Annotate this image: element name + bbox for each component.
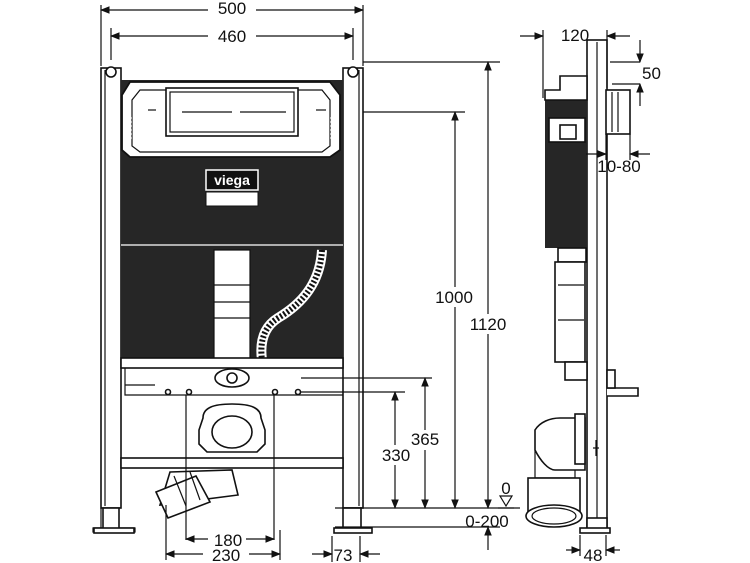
drain-column: [213, 249, 251, 361]
right-post: [342, 67, 364, 509]
left-post: [100, 67, 122, 509]
dim-depth-48: 48: [584, 546, 603, 563]
dim-width-inner: 460: [218, 27, 246, 46]
dim-height-1000: 1000: [435, 288, 473, 307]
left-foot: [102, 507, 120, 531]
dim-spacing-230: 230: [212, 546, 240, 563]
crossbar: [120, 357, 344, 369]
dim-offset-73: 73: [334, 546, 353, 563]
dim-height-365: 365: [411, 430, 439, 449]
dim-width-outer: 500: [218, 0, 246, 18]
dim-depth-120: 120: [561, 26, 589, 45]
dim-height-total: 1120: [470, 315, 507, 334]
dim-depth-10-80: 10-80: [597, 157, 640, 176]
front-view: viega: [92, 0, 520, 563]
dim-spacing-180: 180: [214, 531, 242, 550]
brand-logo: viega: [214, 172, 250, 188]
dim-height-0-200: 0-200: [465, 512, 508, 531]
dim-depth-50: 50: [642, 64, 661, 83]
bottom-rail: [120, 457, 344, 469]
dim-height-330: 330: [382, 446, 410, 465]
dim-floor-0: 0: [501, 479, 510, 498]
side-drain-pipe: [554, 261, 586, 363]
side-view: 120 50 10-80 48: [520, 26, 661, 563]
